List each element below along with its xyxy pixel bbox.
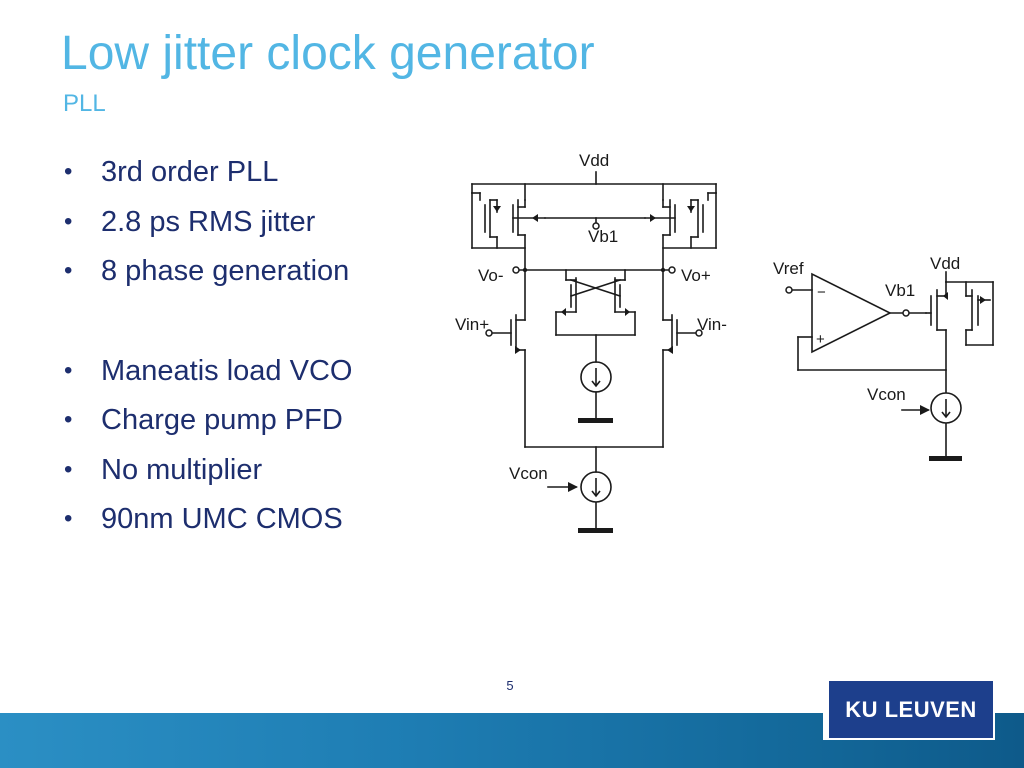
ku-leuven-logo: KU LEUVEN: [829, 681, 993, 738]
vco-delay-cell: [471, 171, 717, 529]
bullet-text: 90nm UMC CMOS: [101, 503, 343, 535]
terminal-icon: [668, 266, 676, 274]
pmos-load-right-inner: [662, 199, 676, 271]
terminal-icon: [512, 266, 520, 274]
ground-icon: [929, 456, 962, 461]
bullet-item: • 8 phase generation: [60, 249, 352, 299]
bullet-dot-icon: •: [64, 406, 73, 433]
opamp-plus-label: +: [816, 331, 825, 348]
vco-vb1-label: Vb1: [588, 227, 618, 246]
terminal-icon: [485, 329, 493, 337]
slide-subtitle: PLL: [63, 90, 106, 117]
page-number: 5: [506, 678, 514, 693]
bullet-text: 8 phase generation: [101, 255, 350, 287]
nmos-input-right: [662, 314, 697, 448]
bullet-item: • 3rd order PLL: [60, 150, 352, 200]
terminal-icon: [695, 329, 703, 337]
bullet-dot-icon: •: [64, 158, 73, 185]
bullet-text: 3rd order PLL: [101, 156, 279, 188]
bullet-list: • 3rd order PLL • 2.8 ps RMS jitter • 8 pha…: [60, 150, 352, 547]
bullet-text: No multiplier: [101, 453, 263, 486]
bullet-dot-icon: •: [64, 207, 73, 235]
current-source-icon: [580, 471, 612, 503]
pmos-load-right-outer: [662, 192, 717, 249]
ground-icon: [578, 418, 613, 423]
slide-title: Low jitter clock generator: [61, 27, 595, 80]
opamp-minus-label: −: [817, 284, 826, 301]
bullet-item: • No multiplier: [60, 448, 352, 498]
cross-coupled-pair: [555, 269, 636, 363]
bullet-dot-icon: •: [64, 356, 73, 384]
ground-icon: [578, 528, 613, 533]
opamp-symbol: [811, 272, 892, 354]
bullet-item: • 2.8 ps RMS jitter: [60, 200, 352, 250]
pmos-load-left-inner: [512, 199, 526, 271]
current-source-icon: [580, 361, 612, 393]
vin-minus-label: Vin-: [697, 315, 727, 334]
bullet-item: • Maneatis load VCO: [60, 349, 352, 399]
vco-vdd-label: Vdd: [579, 151, 609, 170]
terminal-icon: [902, 309, 910, 317]
vin-plus-label: Vin+: [455, 315, 489, 334]
bias-vdd-label: Vdd: [930, 254, 960, 273]
bullet-text: 2.8 ps RMS jitter: [101, 205, 316, 238]
bullet-item: • 90nm UMC CMOS: [60, 497, 352, 547]
bias-vb1-label: Vb1: [885, 281, 915, 300]
nmos-input-left: [491, 314, 526, 448]
vo-plus-label: Vo+: [681, 266, 711, 285]
bias-pmos: [925, 281, 947, 393]
logo-text: KU LEUVEN: [845, 696, 977, 722]
bias-vcon-label: Vcon: [867, 385, 906, 404]
terminal-icon: [592, 222, 600, 230]
pmos-load-left-outer: [471, 192, 526, 249]
bullet-item: • Charge pump PFD: [60, 398, 352, 448]
vco-vcon-label: Vcon: [509, 464, 548, 483]
vo-minus-label: Vo-: [478, 266, 504, 285]
bullet-dot-icon: •: [64, 257, 73, 284]
terminal-icon: [785, 286, 793, 294]
bullet-dot-icon: •: [64, 455, 73, 483]
bullet-text: Maneatis load VCO: [101, 354, 353, 387]
current-source-icon: [930, 392, 962, 424]
vref-label: Vref: [773, 259, 804, 278]
bullet-dot-icon: •: [64, 505, 73, 532]
bullet-text: Charge pump PFD: [101, 404, 343, 436]
bias-pmos-diode: [965, 281, 991, 346]
